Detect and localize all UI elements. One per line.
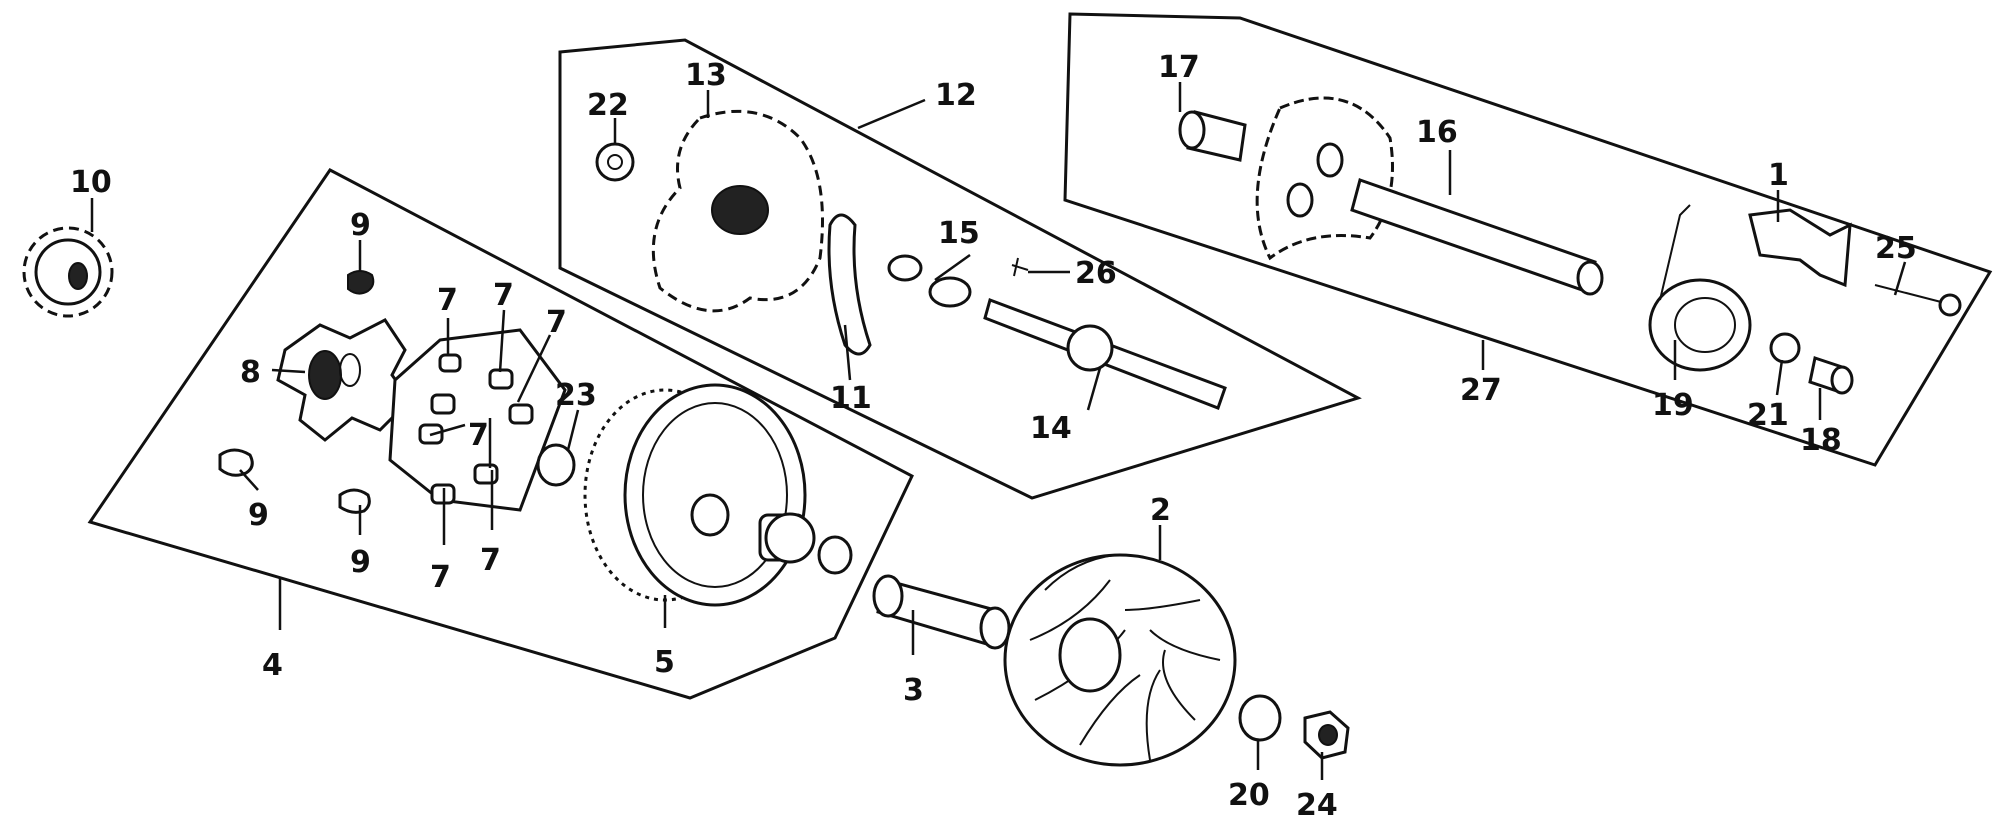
callout-9a: 9 xyxy=(350,208,371,243)
panel-kick-shaft-group xyxy=(1063,12,1993,467)
callout-1: 1 xyxy=(1768,158,1789,193)
callout-25: 25 xyxy=(1875,231,1917,266)
shaft-bushing-part xyxy=(1178,110,1247,162)
starter-driven-gear-part xyxy=(651,109,824,313)
callout-15: 15 xyxy=(938,216,980,251)
small-ring-part xyxy=(1769,332,1801,364)
collar-sleeve-part xyxy=(872,574,1011,650)
bolt-part xyxy=(1874,284,1962,317)
callout-19: 19 xyxy=(1652,388,1694,423)
callout-20: 20 xyxy=(1228,778,1270,813)
callout-22: 22 xyxy=(587,88,629,123)
callout-14: 14 xyxy=(1030,411,1072,446)
callout-7c: 7 xyxy=(546,305,567,340)
drive-face-part xyxy=(583,383,853,607)
callout-12: 12 xyxy=(935,78,977,113)
callout-7b: 7 xyxy=(493,278,514,313)
small-washer-part xyxy=(536,443,576,487)
kick-shaft-part xyxy=(983,298,1227,410)
bushing-part xyxy=(887,254,972,308)
callout-9c: 9 xyxy=(350,545,371,580)
callout-27: 27 xyxy=(1460,373,1502,408)
spring-clip-part xyxy=(827,213,872,356)
callout-8: 8 xyxy=(240,355,261,390)
callout-26: 26 xyxy=(1075,256,1117,291)
panel-kick-starter-group xyxy=(558,38,1362,500)
callout-7f: 7 xyxy=(480,543,501,578)
small-bushing-part xyxy=(1808,356,1854,395)
kick-spindle-part xyxy=(1255,96,1604,296)
callout-2: 2 xyxy=(1150,493,1171,528)
callout-7a: 7 xyxy=(437,283,458,318)
panel-drive-face-group xyxy=(87,168,914,700)
callout-13: 13 xyxy=(685,58,727,93)
return-spring-part xyxy=(1648,204,1752,372)
small-sprocket-part xyxy=(22,226,114,318)
callout-7e: 7 xyxy=(430,560,451,595)
callout-17: 17 xyxy=(1158,50,1200,85)
bracket-part xyxy=(1748,208,1852,288)
callout-5: 5 xyxy=(654,645,675,680)
callout-23: 23 xyxy=(555,378,597,413)
callout-21: 21 xyxy=(1747,398,1789,433)
callout-labels: 1 2 3 4 5 7 7 7 7 7 7 8 9 9 9 10 11 12 1… xyxy=(70,50,1917,823)
callout-16: 16 xyxy=(1416,115,1458,150)
ramp-plate-part xyxy=(276,318,412,442)
callout-18: 18 xyxy=(1800,423,1842,458)
callout-4: 4 xyxy=(262,648,283,683)
slide-piece-part xyxy=(218,270,375,514)
callout-9b: 9 xyxy=(248,498,269,533)
roller-plate-part xyxy=(388,328,567,512)
pin-part xyxy=(1011,257,1029,277)
nut-part xyxy=(1303,710,1350,760)
callout-3: 3 xyxy=(903,673,924,708)
leader-lines xyxy=(90,82,1907,780)
washer-part xyxy=(1238,694,1282,742)
callout-10: 10 xyxy=(70,165,112,200)
callout-7d: 7 xyxy=(468,418,489,453)
callout-24: 24 xyxy=(1296,788,1338,823)
thrust-washer-part xyxy=(595,142,635,182)
fan-impeller-part xyxy=(1003,553,1237,767)
callout-11: 11 xyxy=(830,381,872,416)
